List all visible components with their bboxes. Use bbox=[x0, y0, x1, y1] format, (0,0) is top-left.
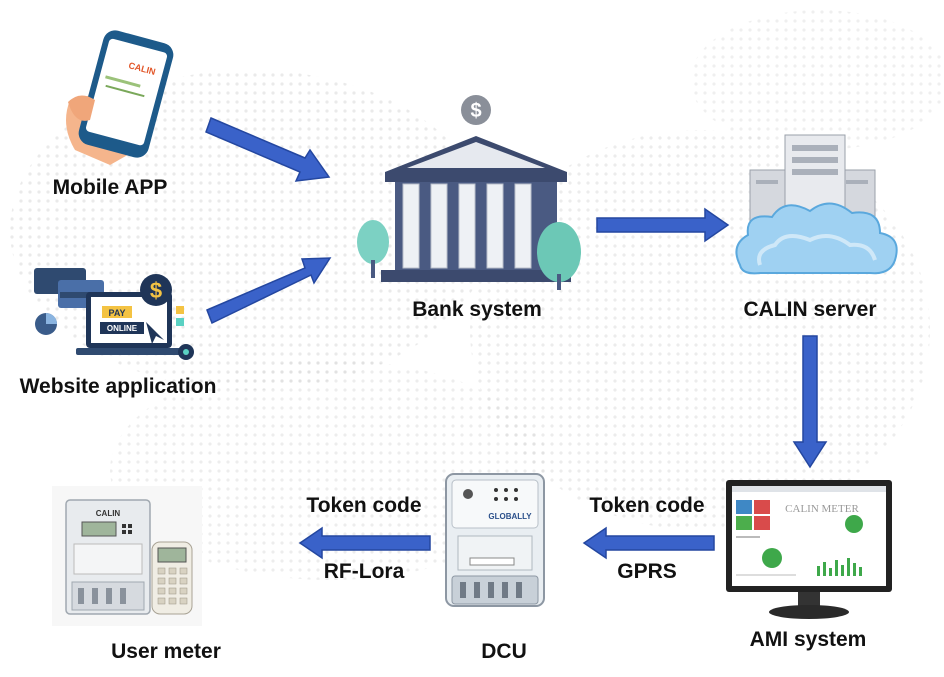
edge-ami-dcu-bottom-label: GPRS bbox=[617, 560, 677, 583]
arrow-dcu-to-meter bbox=[298, 526, 431, 560]
arrow-website-to-bank bbox=[206, 257, 332, 325]
meter-brand-text: CALIN bbox=[96, 509, 121, 518]
calin-server-icon bbox=[735, 134, 898, 275]
user-meter-icon: CALIN bbox=[52, 486, 202, 626]
bank-icon: $ bbox=[357, 95, 581, 290]
arrow-ami-to-dcu bbox=[582, 526, 715, 560]
mobile-app-label: Mobile APP bbox=[52, 176, 168, 199]
ami-screen-text: CALIN METER bbox=[785, 503, 859, 515]
arrow-bank-to-calin bbox=[596, 207, 730, 243]
bank-system-label: Bank system bbox=[412, 298, 542, 321]
mobile-app-icon: CALIN bbox=[66, 30, 174, 165]
dcu-brand-text: GLOBALLY bbox=[488, 512, 532, 521]
edge-dcu-meter-top-label: Token code bbox=[306, 494, 422, 517]
website-app-label: Website application bbox=[19, 375, 217, 398]
pay-text: PAY bbox=[108, 308, 125, 318]
svg-text:$: $ bbox=[470, 100, 481, 122]
edge-dcu-meter-bottom-label: RF-Lora bbox=[323, 560, 405, 583]
user-meter-label: User meter bbox=[111, 640, 221, 663]
calin-server-label: CALIN server bbox=[743, 298, 877, 321]
online-text: ONLINE bbox=[107, 324, 138, 333]
svg-text:$: $ bbox=[150, 278, 162, 303]
arrow-calin-to-ami bbox=[792, 335, 828, 469]
ami-system-icon: CALIN METER bbox=[726, 480, 892, 619]
website-app-icon: PAY ONLINE $ bbox=[34, 268, 194, 360]
dcu-icon: GLOBALLY bbox=[445, 473, 545, 607]
edge-ami-dcu-top-label: Token code bbox=[589, 494, 705, 517]
dcu-label: DCU bbox=[481, 640, 527, 663]
arrow-mobile-to-bank bbox=[205, 116, 331, 182]
ami-system-label: AMI system bbox=[749, 628, 867, 651]
